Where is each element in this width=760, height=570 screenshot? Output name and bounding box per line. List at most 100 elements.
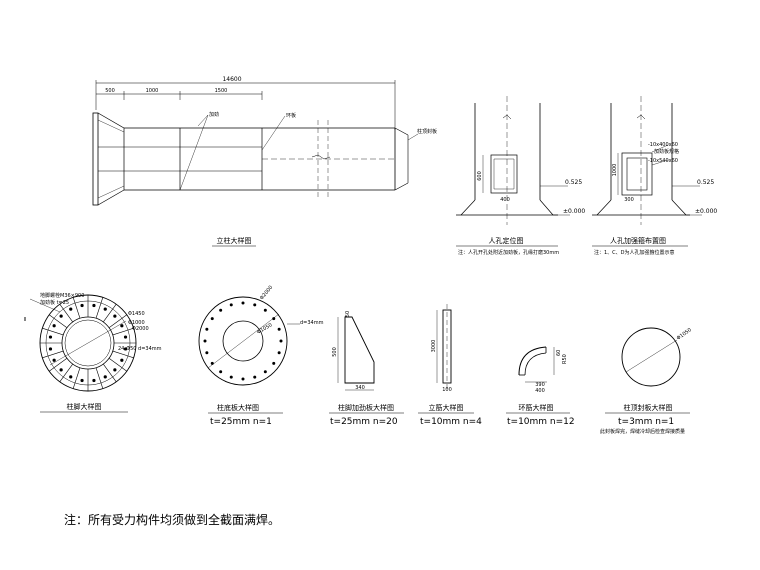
plate-dia-line [207, 313, 280, 369]
callout-a-text: 加劲 [209, 111, 219, 118]
anchor-bolt [113, 314, 117, 318]
base-label-5: 加劲板 t=25 [40, 299, 69, 306]
mh-elev-top: 0.525 [565, 179, 582, 186]
mr-dim-width: 300 [624, 197, 634, 203]
mh-elev-bottom: ±0.000 [563, 208, 585, 215]
ring-stiffener-title: 环筋大样图 [519, 403, 554, 412]
base-label-4: Ⅱ [24, 317, 26, 323]
bolt-hole [210, 361, 214, 365]
plate-outer-circle [198, 296, 288, 386]
anchor-bolt [48, 335, 53, 339]
rib-plate-title: 立筋大样图 [429, 403, 464, 412]
stiffener-rib [108, 358, 128, 372]
anchor-bolt [59, 314, 63, 318]
top-cap-spec: t=3mm n=1 [618, 417, 674, 427]
mr-callout-b-leader [651, 159, 669, 166]
mr-callout-a-leader [651, 144, 669, 153]
ring-dim-4: 400 [535, 388, 545, 394]
plate-hole-text: d=34mm [300, 320, 324, 326]
ring-arc-inner [524, 352, 547, 376]
stiffener-rib [72, 367, 81, 389]
mr-ring-outer [621, 152, 653, 196]
bolt-hole [205, 327, 209, 331]
anchor-bolt [120, 358, 124, 362]
rib-dim-len: 3000 [431, 340, 437, 353]
anchor-bolt [69, 375, 73, 379]
stiffener-dim-base: 340 [355, 385, 365, 391]
seg-dim-3: 1500 [215, 88, 228, 94]
stiffener-rib [95, 367, 104, 389]
flare-inner-bottom [97, 185, 125, 199]
ring-arc-outer [518, 346, 547, 376]
plate-inner-circle [222, 320, 264, 362]
anchor-bolt [92, 378, 96, 383]
end-flare-bottom [394, 182, 409, 191]
anchor-bolt [103, 375, 107, 379]
mr-break [636, 114, 646, 120]
base-dia-outer: Φ2000 [132, 326, 149, 332]
rib-plate: 3000 100 立筋大样图 t=10mm n=4 [418, 304, 482, 427]
stiffener-rib [103, 303, 117, 323]
bolt-hole [241, 377, 245, 381]
top-cap: Φ1050 柱顶封板大样图 t=3mm n=1 此封板焊完，焊缝冷却后检查焊接质… [600, 327, 693, 435]
stiffener-rib [112, 350, 134, 359]
anchor-bolt [80, 303, 84, 308]
plate-dia-a: Φ2000 [259, 285, 274, 302]
mr-callout-c: 加劲板规格 [654, 148, 679, 155]
anchor-bolt [123, 347, 128, 351]
callout-b-leader [261, 115, 286, 151]
anchor-bolt [69, 307, 73, 311]
bolt-hole [205, 351, 209, 355]
mr-flare-left [596, 199, 612, 216]
base-label-1-leader [29, 298, 61, 313]
anchor-bolt [52, 324, 56, 328]
base-detail: 24-Φ50 d=34mm Φ2000 地脚螺栓M36×900 Φ1450 Φ1… [24, 292, 162, 413]
anchor-bolt [59, 368, 63, 372]
cap-dia-line [625, 339, 678, 373]
stiffener-rib [112, 327, 134, 336]
flare-inner-top [97, 119, 125, 133]
ring-stiffener-spec: t=10mm n=12 [507, 417, 575, 427]
rib-outline [442, 309, 452, 384]
manhole-reinforce-note: 注：1、C、D为人孔加强箍位置示意 [594, 249, 675, 256]
bolt-hole [241, 301, 245, 305]
bolt-hole [263, 370, 267, 374]
stiffener-rib [59, 303, 73, 323]
bolt-hole [272, 317, 276, 321]
bolt-hole [263, 308, 267, 312]
ring-dim-2: R50 [562, 354, 568, 364]
anchor-bolt [80, 378, 84, 383]
top-cap-title: 柱顶封板大样图 [624, 403, 673, 412]
stiffener-dim-top: 50 [345, 311, 351, 317]
flare-bottom [97, 189, 125, 206]
stiffener-outline [344, 316, 375, 384]
callout-c-leader [407, 133, 419, 141]
bolt-hole [277, 351, 281, 355]
base-plate-edge [92, 112, 99, 206]
mh-flare-left [460, 199, 476, 216]
mh-opening [490, 154, 518, 194]
base-plate-spec: t=25mm n=1 [210, 417, 272, 427]
bolt-hole [253, 375, 257, 379]
callout-b-text: 环板 [286, 112, 296, 119]
mr-callout-b: -10x540x60 [648, 158, 678, 164]
ring-dim-3: 390 [535, 382, 545, 388]
flare-top [97, 112, 125, 129]
mh-opening-inner [493, 158, 515, 190]
manhole-position-note: 注：人孔开孔处附近加劲板，孔缘打磨30mm [458, 249, 559, 256]
bolt-hole [203, 339, 207, 343]
anchor-bolt [92, 303, 96, 308]
bolt-hole [219, 370, 223, 374]
anchor-bolt [120, 324, 124, 328]
top-cap-note: 此封板焊完，焊缝冷却后检查焊接质量 [600, 428, 685, 435]
anchor-bolt [52, 358, 56, 362]
base-anchor-bolts [48, 303, 128, 383]
mh-break [502, 114, 512, 120]
rib-dim-w: 100 [442, 387, 452, 393]
column-detail-title: 立柱大样图 [217, 236, 252, 245]
stiffener-rib [42, 350, 64, 359]
ring-dim-1: 60 [556, 350, 562, 356]
base-plate: d=34mm Φ2000 Φ1050 柱底板大样图 t=25mm n=1 [198, 285, 324, 427]
mr-elev-bottom: ±0.000 [695, 208, 717, 215]
